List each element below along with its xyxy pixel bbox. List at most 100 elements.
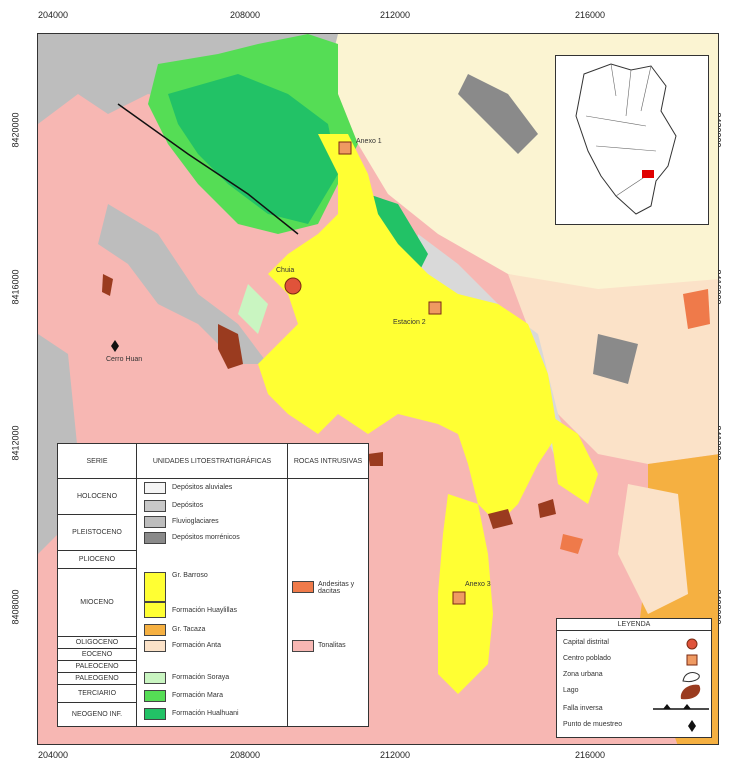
department-borders <box>585 63 657 197</box>
era-terciario: TERCIARIO <box>58 685 136 703</box>
town-marker-2 <box>428 301 442 315</box>
swatch-barroso <box>144 572 166 602</box>
era-oligoceno: OLIGOCENO <box>58 637 136 649</box>
moraine-area-2 <box>593 334 638 384</box>
swatch-huaylillas <box>144 602 166 618</box>
lake-5 <box>368 452 383 466</box>
unit-tacaza: Gr. Tacaza <box>172 626 206 633</box>
lake-3 <box>488 509 513 529</box>
unit-andesite: Andesitas y dacitas <box>318 581 355 595</box>
lake-2 <box>102 274 113 296</box>
swatch-fluvioglacial <box>144 516 166 528</box>
unit-moraine: Depósitos morrénicos <box>172 534 240 541</box>
hualhuani-area <box>168 74 338 224</box>
era-paleoceno: PALEOCENO <box>58 661 136 673</box>
unit-alluvial: Depósitos aluviales <box>172 484 233 491</box>
unit-hualhuani: Formación Hualhuani <box>172 710 239 717</box>
fluvio-valley-area <box>98 204 268 364</box>
unit-tonalite: Tonalitas <box>318 642 346 649</box>
y-tick-left-4: 8408000 <box>10 589 21 625</box>
symbol-capital-label: Capital distrital <box>563 639 609 646</box>
symbol-urban-label: Zona urbana <box>563 671 603 678</box>
era-pleistoceno: PLEISTOCENO <box>58 515 136 551</box>
symbol-fault-label: Falla inversa <box>563 705 603 712</box>
town-marker-3 <box>452 591 466 605</box>
symbol-sample-label: Punto de muestreo <box>563 721 623 728</box>
hualhuani-area-2 <box>368 194 428 274</box>
era-plioceno: PLIOCENO <box>58 551 136 569</box>
x-tick-top-3: 212000 <box>380 10 411 20</box>
x-tick-bottom-1: 204000 <box>38 750 69 760</box>
town-label-center: Chuia <box>276 267 295 274</box>
capital-icon <box>686 638 698 650</box>
capital-marker <box>284 277 302 295</box>
soraya-area <box>238 284 268 334</box>
unit-fluvioglacial: Fluvioglaciares <box>172 518 219 525</box>
town-marker-1 <box>338 141 352 155</box>
swatch-anta <box>144 640 166 652</box>
town-label-3: Anexo 3 <box>465 581 491 588</box>
unit-barroso: Gr. Barroso <box>172 572 208 579</box>
study-area-marker <box>642 170 654 178</box>
y-tick-left-3: 8412000 <box>10 425 21 461</box>
legend-header-intrusive: ROCAS INTRUSIVAS <box>288 444 368 479</box>
sample-point-icon <box>688 720 696 732</box>
era-mioceno: MIOCENO <box>58 569 136 637</box>
unit-huaylillas: Formación Huaylillas <box>172 607 237 614</box>
era-neogeno: NEOGENO INF. <box>58 703 136 727</box>
fault-icon <box>653 704 709 710</box>
x-tick-bottom-2: 208000 <box>230 750 261 760</box>
symbol-town-label: Centro poblado <box>563 655 611 662</box>
andesite-2 <box>560 534 583 554</box>
era-holoceno: HOLOCENO <box>58 479 136 515</box>
town-label-1: Anexo 1 <box>356 138 382 145</box>
x-tick-top-4: 216000 <box>575 10 606 20</box>
andesite-1 <box>683 289 710 329</box>
symbol-lake-label: Lago <box>563 687 579 694</box>
urban-zone-icon <box>682 672 700 682</box>
symbol-legend-title: LEYENDA <box>557 621 711 631</box>
reverse-fault-line <box>117 103 299 235</box>
era-paleogeno: PALEOGENO <box>58 673 136 685</box>
swatch-hualhuani <box>144 708 166 720</box>
unit-soraya: Formación Soraya <box>172 674 230 681</box>
y-tick-left-1: 8420000 <box>10 112 21 148</box>
moraine-area-1 <box>458 74 538 154</box>
sample-point-marker <box>111 340 119 352</box>
huaylillas-area <box>258 134 558 524</box>
legend-header-era: SERIE <box>58 444 136 479</box>
stratigraphic-legend: SERIE UNIDADES LITOESTRATIGRÁFICAS ROCAS… <box>57 443 369 727</box>
x-tick-bottom-4: 216000 <box>575 750 606 760</box>
legend-header-units: UNIDADES LITOESTRATIGRÁFICAS <box>137 444 287 479</box>
location-inset-map <box>555 55 709 225</box>
lake-1 <box>218 324 243 369</box>
swatch-alluvial <box>144 482 166 494</box>
unit-deposits: Depósitos <box>172 502 204 509</box>
swatch-mara <box>144 690 166 702</box>
swatch-soraya <box>144 672 166 684</box>
x-tick-bottom-3: 212000 <box>380 750 411 760</box>
swatch-moraine <box>144 532 166 544</box>
lake-4 <box>538 499 556 518</box>
inset-canvas <box>575 63 677 215</box>
swatch-deposits <box>144 500 166 512</box>
y-tick-left-2: 8416000 <box>10 269 21 305</box>
era-eoceno: EOCENO <box>58 649 136 661</box>
swatch-tonalite <box>292 640 314 652</box>
x-tick-top-1: 204000 <box>38 10 69 20</box>
x-tick-top-2: 208000 <box>230 10 261 20</box>
unit-anta: Formación Anta <box>172 642 222 649</box>
legend-divider-2 <box>287 444 288 726</box>
anta-area-2 <box>618 484 688 614</box>
lake-icon <box>680 684 701 700</box>
swatch-tacaza <box>144 624 166 636</box>
town-icon <box>686 654 698 666</box>
unit-mara: Formación Mara <box>172 692 223 699</box>
huaylillas-east-area <box>548 414 598 504</box>
swatch-andesite <box>292 581 314 593</box>
country-outline <box>575 63 677 215</box>
town-label-2: Estacion 2 <box>393 319 426 326</box>
symbol-legend: LEYENDA Capital distrital Centro poblado… <box>556 618 712 738</box>
legend-divider-1 <box>136 444 137 726</box>
peak-label: Cerro Huan <box>106 356 143 363</box>
